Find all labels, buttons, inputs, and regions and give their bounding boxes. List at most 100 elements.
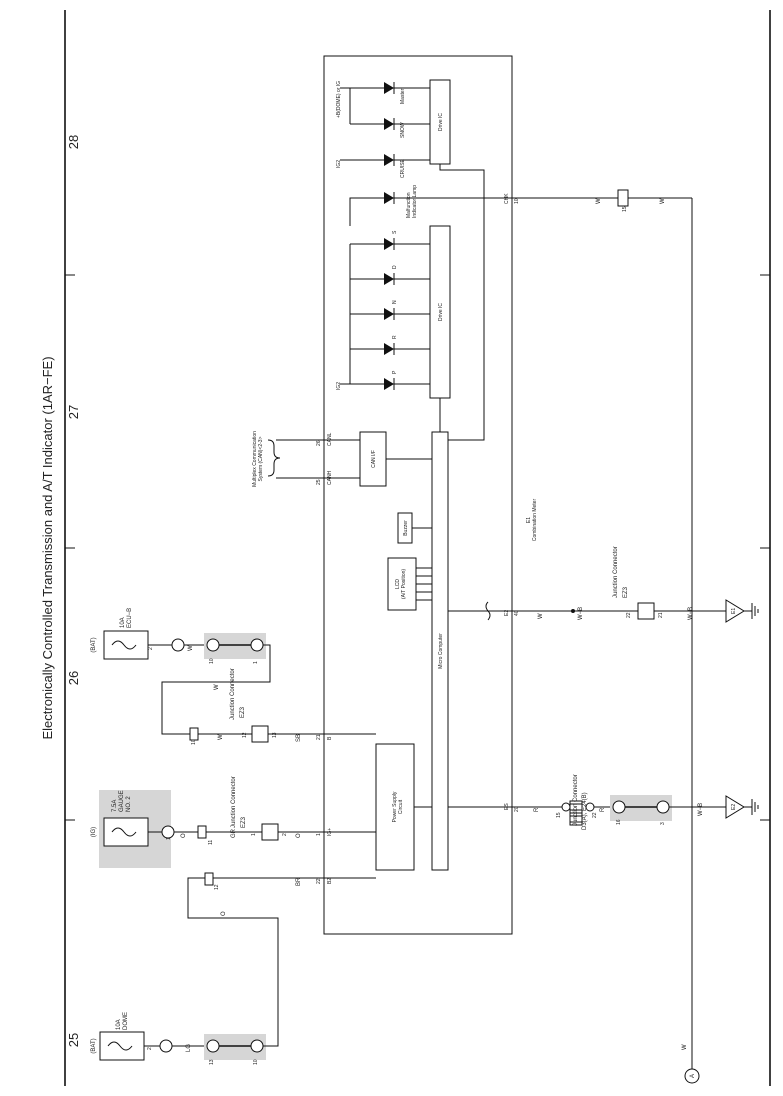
svg-text:LG: LG: [186, 1044, 192, 1052]
svg-text:O: O: [296, 833, 302, 838]
svg-text:1: 1: [253, 661, 259, 664]
svg-text:11: 11: [208, 840, 214, 845]
svg-text:A: A: [690, 1074, 696, 1078]
ecub-fuse-group: (BAT) 10AECU−B 2: [91, 608, 154, 660]
svg-text:10: 10: [253, 1059, 259, 1065]
svg-text:10AECU−B: 10AECU−B: [120, 608, 133, 628]
svg-text:Junction Connector: Junction Connector: [613, 546, 619, 598]
shift-led-s: S: [350, 230, 430, 250]
svg-text:1: 1: [251, 833, 257, 836]
svg-text:21: 21: [658, 612, 664, 618]
svg-text:W: W: [214, 684, 220, 690]
svg-text:22: 22: [316, 878, 322, 884]
svg-text:O: O: [221, 911, 227, 916]
ground-e1: E1: [725, 599, 759, 623]
grid-number-25: 25: [66, 1033, 81, 1047]
svg-text:22: 22: [592, 812, 598, 818]
grid-number-28: 28: [66, 135, 81, 149]
gauge-fuse-box: [103, 817, 149, 847]
svg-text:(BAT): (BAT): [91, 1038, 97, 1053]
svg-text:LCD(A/T Position): LCD(A/T Position): [395, 569, 407, 600]
svg-text:2: 2: [148, 647, 154, 650]
dome-fuse-group: (BAT) 10ADOME 2: [91, 1012, 153, 1061]
svg-text:CAN I/F: CAN I/F: [371, 450, 377, 468]
svg-text:10: 10: [514, 198, 520, 204]
svg-text:S: S: [392, 230, 398, 234]
svg-text:7.5AGAUGENO. 2: 7.5AGAUGENO. 2: [112, 790, 132, 812]
svg-text:R: R: [534, 807, 540, 812]
snow-indicator: SNOW: [350, 118, 430, 138]
svg-text:CHK: CHK: [504, 193, 510, 204]
svg-text:D3(A), E24(B): D3(A), E24(B): [582, 792, 588, 830]
svg-text:E1: E1: [731, 608, 737, 614]
svg-text:GR: GR: [231, 828, 237, 838]
svg-text:Junction Connector: Junction Connector: [230, 668, 236, 720]
svg-text:22: 22: [626, 612, 632, 618]
dome-fuse-symbol: [107, 1041, 133, 1051]
svg-text:SB: SB: [296, 734, 302, 742]
svg-text:W: W: [682, 1044, 688, 1050]
svg-text:13: 13: [209, 1059, 215, 1065]
ez3-junction-lower: [251, 725, 269, 743]
svg-text:R: R: [392, 335, 398, 339]
svg-text:ES: ES: [504, 803, 510, 810]
svg-text:CANL: CANL: [327, 432, 333, 446]
svg-text:Micro Computer: Micro Computer: [438, 633, 444, 669]
svg-text:CRUISE: CRUISE: [400, 158, 406, 178]
svg-text:W: W: [188, 645, 194, 651]
shift-indicators: P R N D S: [350, 230, 430, 390]
cruise-indicator: CRUISE IG2: [336, 154, 430, 178]
svg-text:15: 15: [556, 812, 562, 818]
svg-text:IG2: IG2: [336, 382, 342, 390]
dome-fuse-box: [99, 1031, 145, 1061]
svg-text:W−B: W−B: [698, 803, 704, 816]
gauge-fuse-symbol: [111, 827, 137, 837]
svg-text:B: B: [327, 736, 333, 740]
svg-text:D: D: [392, 265, 398, 269]
power-supply-circuit: [375, 743, 415, 871]
svg-text:10ADOME: 10ADOME: [116, 1012, 129, 1030]
svg-text:Multiplex CommunicationSystem: Multiplex CommunicationSystem (CAN)<2-3>: [252, 431, 264, 487]
e2-break-symbol: [485, 601, 491, 621]
svg-text:N: N: [392, 300, 398, 304]
svg-text:P: P: [392, 370, 398, 374]
svg-text:10: 10: [191, 739, 197, 745]
shift-led-r: R: [350, 335, 430, 355]
svg-text:Buzzer: Buzzer: [403, 520, 409, 536]
svg-text:Junction Connector: Junction Connector: [231, 776, 237, 828]
svg-text:W−B: W−B: [688, 607, 694, 620]
svg-text:25: 25: [316, 479, 322, 485]
svg-text:20: 20: [514, 806, 520, 812]
svg-text:12: 12: [242, 732, 248, 738]
svg-text:EZ3: EZ3: [623, 586, 629, 598]
svg-text:Drive IC: Drive IC: [438, 113, 444, 131]
svg-text:Master: Master: [400, 88, 406, 104]
svg-text:26: 26: [316, 440, 322, 446]
ez3-junction-upper: [261, 823, 279, 841]
svg-text:EZ3: EZ3: [240, 706, 246, 718]
ground-e2: E2: [725, 795, 759, 819]
combination-meter-box: [323, 55, 513, 935]
ecub-fuse-symbol: [111, 640, 137, 650]
shift-led-p: P: [350, 370, 430, 390]
svg-text:+B(DOME) or IG: +B(DOME) or IG: [336, 81, 342, 118]
svg-text:EZ3: EZ3: [241, 816, 247, 828]
svg-text:12: 12: [214, 884, 220, 890]
svg-text:B2: B2: [327, 878, 333, 884]
grid-number-27: 27: [66, 405, 81, 419]
svg-text:2: 2: [147, 1047, 153, 1050]
svg-text:W: W: [218, 734, 224, 740]
svg-text:Power SupplyCircuit: Power SupplyCircuit: [392, 791, 404, 822]
svg-text:13: 13: [272, 732, 278, 738]
svg-text:MalfunctionIndicator Lamp: MalfunctionIndicator Lamp: [406, 185, 418, 218]
svg-text:IG2: IG2: [336, 160, 342, 168]
shift-led-n: N: [350, 300, 430, 320]
svg-text:(BAT): (BAT): [91, 637, 97, 652]
svg-text:1: 1: [316, 833, 322, 836]
diagram-title: Electronically Controlled Transmission a…: [40, 356, 55, 739]
svg-text:40: 40: [514, 610, 520, 616]
master-indicator: Master +B(DOME) or IG: [336, 81, 430, 124]
svg-text:16: 16: [616, 819, 622, 825]
svg-text:W: W: [596, 198, 602, 204]
svg-text:W: W: [538, 613, 544, 619]
